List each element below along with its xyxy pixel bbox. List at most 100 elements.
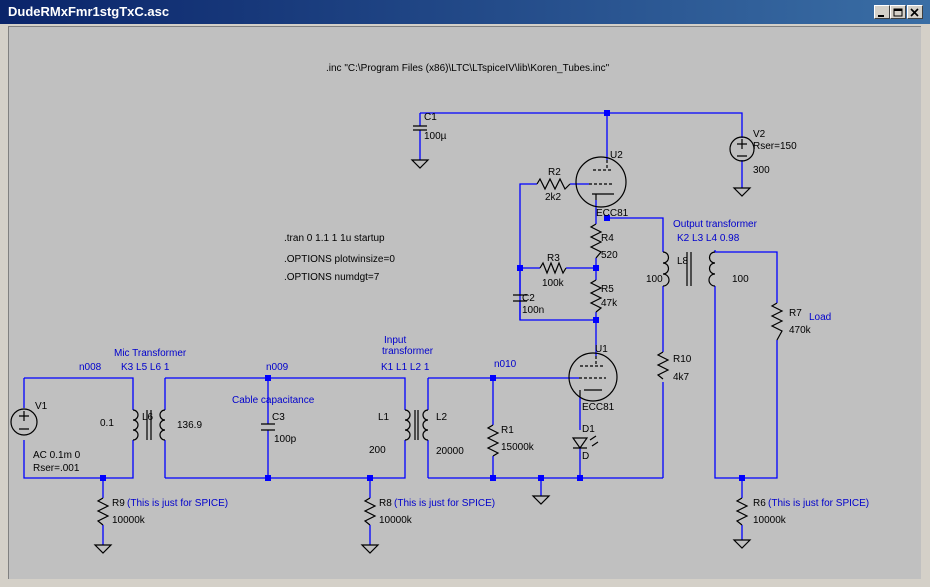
c2-symbol: [513, 294, 527, 302]
v2-name: V2: [753, 129, 766, 140]
directive-numdgt: .OPTIONS numdgt=7: [284, 272, 380, 283]
u1-model: ECC81: [582, 402, 615, 413]
c1-symbol: [413, 125, 427, 131]
r3-name: R3: [547, 253, 560, 264]
l8-value: 100: [646, 274, 663, 285]
l8-name: L8: [677, 256, 689, 267]
v2-value: 300: [753, 165, 770, 176]
v2-symbol: [729, 136, 755, 162]
close-button[interactable]: [907, 5, 923, 19]
directive-tran: .tran 0 1.1 1 1u startup: [284, 233, 385, 244]
d1-name: D1: [582, 424, 595, 435]
u1-tube: [568, 352, 618, 402]
r5-value: 47k: [601, 298, 618, 309]
wires: [23, 112, 778, 545]
r6-symbol: [735, 497, 749, 526]
v1-name: V1: [35, 401, 48, 412]
d1-symbol: [571, 437, 589, 450]
l6-value: 136.9: [177, 420, 202, 431]
schematic-canvas[interactable]: [8, 26, 921, 580]
minimize-button[interactable]: [874, 5, 890, 19]
ground-icon: [531, 495, 551, 505]
v1-ac: AC 0.1m 0: [33, 450, 81, 461]
junctions: [100, 110, 745, 481]
l8-inductor: [662, 251, 670, 287]
c1-value: 100µ: [424, 131, 447, 142]
r3-value: 100k: [542, 278, 565, 289]
r5-symbol: [589, 279, 603, 313]
r8-symbol: [363, 497, 377, 526]
load-label: Load: [809, 312, 831, 323]
include-directive: .inc "C:\Program Files (x86)\LTC\LTspice…: [326, 63, 610, 74]
window-frame-right: [921, 24, 930, 587]
r7-symbol: [770, 302, 784, 341]
l1-value: 200: [369, 445, 386, 456]
u2-model: ECC81: [596, 208, 629, 219]
v1-param: Rser=.001: [33, 463, 80, 474]
c2-name: C2: [522, 293, 535, 304]
c3-name: C3: [272, 412, 285, 423]
r4-name: R4: [601, 233, 614, 244]
cable-capacitance-label: Cable capacitance: [232, 395, 315, 406]
close-icon: [910, 8, 919, 17]
l6-inductor: [159, 409, 166, 441]
r6-spice-note: (This is just for SPICE): [768, 498, 869, 509]
r7-name: R7: [789, 308, 802, 319]
c2-value: 100n: [522, 305, 544, 316]
l1-inductor: [404, 409, 411, 441]
c1-name: C1: [424, 112, 437, 123]
l5-inductor: [132, 409, 139, 441]
l6-name: L6: [142, 412, 154, 423]
net-label-n009: n009: [266, 362, 289, 373]
r8-value: 10000k: [379, 515, 413, 526]
r5-name: R5: [601, 284, 614, 295]
r2-name: R2: [548, 167, 561, 178]
l5-value: 0.1: [100, 418, 114, 429]
c3-symbol: [261, 423, 275, 431]
mic-transformer-label: Mic Transformer: [114, 348, 187, 359]
ground-icon: [93, 544, 113, 554]
ground-icon: [360, 544, 380, 554]
r10-name: R10: [673, 354, 692, 365]
r1-symbol: [486, 424, 500, 457]
net-label-n008: n008: [79, 362, 102, 373]
r1-name: R1: [501, 425, 514, 436]
input-transformer-line1: Input: [384, 335, 406, 346]
maximize-button[interactable]: [890, 5, 906, 19]
r8-name: R8: [379, 498, 392, 509]
r3-symbol: [539, 261, 567, 275]
r10-value: 4k7: [673, 372, 690, 383]
r4-value: 520: [601, 250, 618, 261]
r2-symbol: [536, 177, 571, 191]
r1-value: 15000k: [501, 442, 535, 453]
v2-param: Rser=150: [753, 141, 797, 152]
r6-name: R6: [753, 498, 766, 509]
directive-plotwinsize: .OPTIONS plotwinsize=0: [284, 254, 395, 265]
l2-name: L2: [436, 412, 448, 423]
u1-name: U1: [595, 344, 608, 355]
window-frame-bottom: [0, 579, 930, 587]
output-coupling: K2 L3 L4 0.98: [677, 233, 740, 244]
ground-icon: [410, 159, 430, 169]
output-transformer-label: Output transformer: [673, 219, 758, 230]
r9-value: 10000k: [112, 515, 146, 526]
l2-inductor: [422, 409, 429, 441]
r9-name: R9: [112, 498, 125, 509]
maximize-icon: [893, 8, 903, 17]
title-bar[interactable]: DudeRMxFmr1stgTxC.asc: [0, 0, 930, 24]
ground-icon: [732, 187, 752, 197]
l4-inductor: [708, 251, 716, 287]
c3-value: 100p: [274, 434, 297, 445]
r4-symbol: [589, 223, 603, 259]
d1-value: D: [582, 451, 589, 462]
window-title: DudeRMxFmr1stgTxC.asc: [8, 4, 170, 19]
r7-value: 470k: [789, 325, 812, 336]
minimize-icon: [878, 15, 884, 17]
input-transformer-line2: transformer: [382, 346, 434, 357]
u2-tube: [575, 156, 627, 208]
r8-spice-note: (This is just for SPICE): [394, 498, 495, 509]
l1-name: L1: [378, 412, 390, 423]
v1-symbol: [10, 408, 38, 436]
l2-value: 20000: [436, 446, 464, 457]
